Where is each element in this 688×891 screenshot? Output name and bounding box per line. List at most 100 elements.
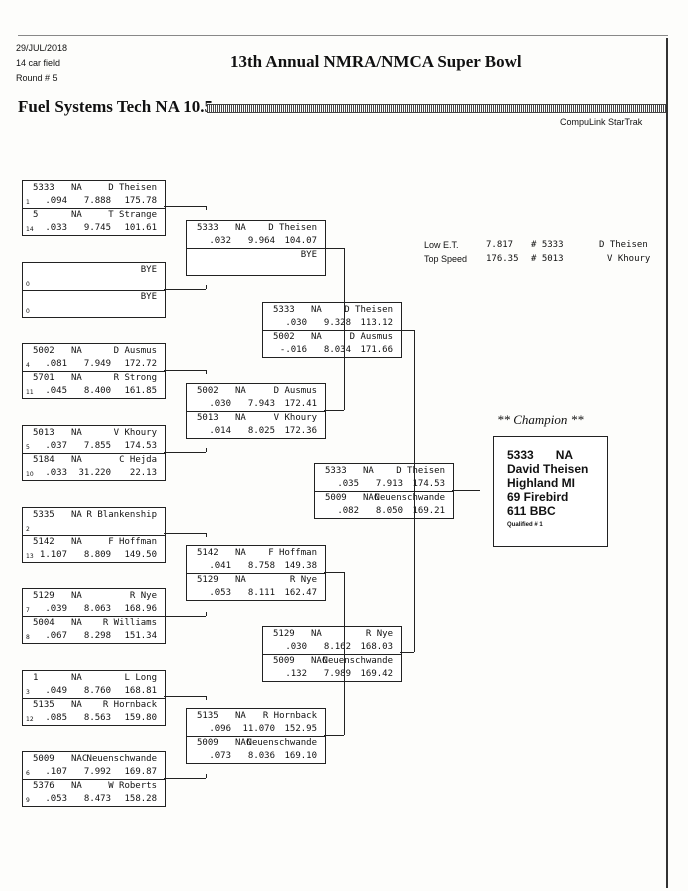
- bottom-entrant-class: NAC: [311, 656, 328, 666]
- bottom-entrant-speed: 169.21: [412, 506, 445, 516]
- top-entrant-reaction-time: .037: [45, 441, 67, 451]
- match-divider: [23, 779, 165, 780]
- bottom-entrant-elapsed-time: 8.050: [375, 506, 403, 516]
- bottom-entrant-elapsed-time: 9.745: [83, 223, 111, 233]
- top-entrant-reaction-time: .030: [285, 642, 307, 652]
- top-entrant-speed: 104.07: [284, 236, 317, 246]
- top-entrant-class: NA: [311, 305, 322, 315]
- bottom-entrant-class: NA: [71, 210, 82, 220]
- top-entrant-class: NA: [71, 183, 82, 193]
- champion-engine: 611 BBC: [507, 504, 556, 518]
- bottom-entrant-driver: C Hejda: [119, 455, 157, 465]
- bottom-entrant-elapsed-time: 8.034: [323, 345, 351, 355]
- match-divider: [187, 248, 325, 249]
- bottom-entrant-car-number: 5701: [33, 373, 55, 383]
- connector-line: [206, 285, 207, 289]
- champion-car-number: 5333: [507, 448, 534, 462]
- bottom-entrant-info-row: 5 NA T Strange: [23, 209, 165, 222]
- top-entrant-lane: 5: [26, 444, 30, 451]
- bottom-entrant-driver: T Strange: [108, 210, 157, 220]
- bottom-entrant-class: NA: [235, 575, 246, 585]
- top-entrant-speed: 168.03: [360, 642, 393, 652]
- bottom-entrant-lane: 13: [26, 553, 34, 560]
- top-entrant-class: NA: [235, 548, 246, 558]
- bottom-entrant-class: NA: [71, 781, 82, 791]
- bottom-entrant-speed: 172.36: [284, 426, 317, 436]
- bottom-entrant-reaction-time: .033: [45, 468, 67, 478]
- top-entrant-class: NAC: [71, 754, 88, 764]
- top-entrant-driver: R Nye: [365, 629, 393, 639]
- top-entrant-driver: D Ausmus: [273, 386, 317, 396]
- bottom-entrant-speed: 149.50: [124, 550, 157, 560]
- final-to-champion-line: [452, 490, 480, 491]
- top-entrant-car-number: 5013: [33, 428, 55, 438]
- top-entrant-elapsed-time: 7.943: [247, 399, 275, 409]
- bottom-entrant-class: NA: [71, 537, 82, 547]
- top-entrant-class: NA: [311, 629, 322, 639]
- top-entrant-car-number: 5335: [33, 510, 55, 520]
- bottom-entrant-reaction-time: .045: [45, 386, 67, 396]
- connector-line: [206, 612, 207, 616]
- bottom-entrant-speed: 162.47: [284, 588, 317, 598]
- top-entrant-elapsed-time: 7.855: [83, 441, 111, 451]
- top-entrant-class: NA: [71, 673, 82, 683]
- bottom-entrant-driver: R Hornback: [102, 700, 157, 710]
- bottom-entrant-reaction-time: 1.107: [39, 550, 67, 560]
- top-entrant-class: NA: [363, 466, 374, 476]
- bottom-entrant-class: NAC: [363, 493, 380, 503]
- bottom-entrant-speed: 22.13: [129, 468, 157, 478]
- top-entrant-lane: 7: [26, 607, 30, 614]
- bottom-entrant-driver: V Khoury: [273, 413, 317, 423]
- bottom-entrant-elapsed-time: 7.989: [323, 669, 351, 679]
- bottom-entrant-class: NA: [71, 373, 82, 383]
- connector-line: [206, 696, 207, 700]
- champion-vehicle: 69 Firebird: [507, 490, 569, 504]
- bottom-entrant-class: NA: [71, 700, 82, 710]
- top-entrant-reaction-time: .030: [209, 399, 231, 409]
- champion-name: David Theisen: [507, 462, 589, 476]
- connector-line: [164, 696, 206, 697]
- connector-line: [400, 652, 414, 653]
- match-divider: [23, 698, 165, 699]
- connector-line: [206, 533, 207, 537]
- top-entrant-elapsed-time: 9.328: [323, 318, 351, 328]
- top-entrant-driver: R Nye: [129, 591, 157, 601]
- top-entrant-driver: V Khoury: [113, 428, 157, 438]
- top-entrant-car-number: 5135: [197, 711, 219, 721]
- connector-line: [164, 533, 206, 534]
- bottom-entrant-speed: 151.34: [124, 631, 157, 641]
- top-entrant-car-number: 5002: [33, 346, 55, 356]
- top-entrant-elapsed-time: 8.162: [323, 642, 351, 652]
- bottom-entrant-car-number: 5: [33, 210, 39, 220]
- top-entrant-car-number: 5333: [197, 223, 219, 233]
- bottom-entrant-time-row: 0: [23, 304, 165, 317]
- race-date: 29/JUL/2018: [16, 43, 68, 53]
- summary-block: Low E.T. 7.817 # 5333 D Theisen Top Spee…: [424, 240, 664, 270]
- top-entrant-elapsed-time: 8.063: [83, 604, 111, 614]
- top-entrant-car-number: 5129: [273, 629, 295, 639]
- bottom-entrant-reaction-time: .082: [337, 506, 359, 516]
